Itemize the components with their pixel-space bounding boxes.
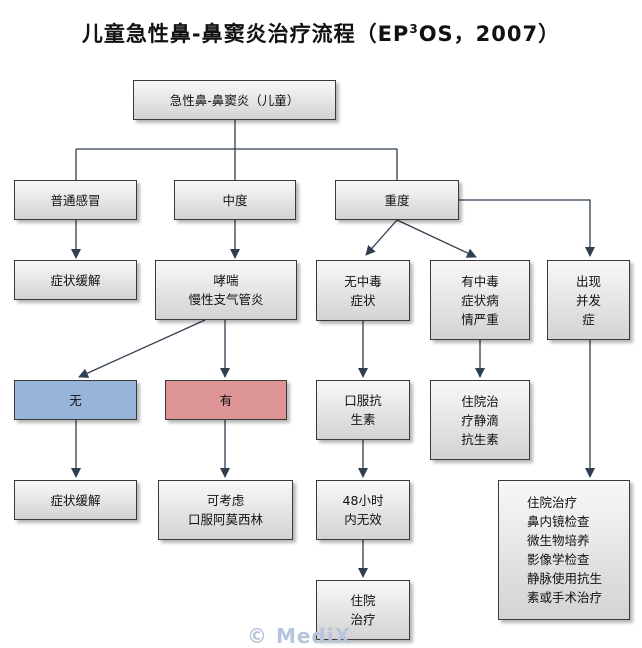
arrow-severe-notoxic [365,219,398,256]
node-amoxicillin: 可考虑 口服阿莫西林 [158,480,293,540]
node-wheeze: 哮喘 慢性支气管炎 [155,260,297,320]
node-severe: 重度 [335,180,459,220]
node-hospital: 住院 治疗 [316,580,410,640]
node-moderate: 中度 [174,180,296,220]
diagram-title: 儿童急性鼻-鼻窦炎治疗流程（EP3OS，2007） [81,22,561,46]
node-hospital-iv: 住院治 疗静滴 抗生素 [430,380,530,460]
node-oral-antibiotic: 口服抗 生素 [316,380,410,440]
node-common-cold: 普通感冒 [14,180,137,220]
node-no-effect-48h: 48小时 内无效 [316,480,410,540]
arrow-wheeze-no [78,319,206,378]
node-symptom-relief-2: 症状缓解 [14,480,137,520]
node-toxic: 有中毒 症状病 情严重 [430,260,530,340]
node-root: 急性鼻-鼻窦炎（儿童） [133,80,336,120]
node-symptom-relief-1: 症状缓解 [14,260,137,300]
node-no-toxic: 无中毒 症状 [316,260,410,321]
watermark: © MediX [247,624,352,648]
node-yes: 有 [165,380,287,420]
arrow-severe-toxic [396,219,477,258]
node-complication: 出现 并发 症 [547,260,630,340]
arrow-severe-complication [459,199,595,257]
node-hospital-full: 住院治疗 鼻内镜检查 微生物培养 影像学检查 静脉使用抗生 素或手术治疗 [498,480,630,620]
node-no: 无 [14,380,137,420]
